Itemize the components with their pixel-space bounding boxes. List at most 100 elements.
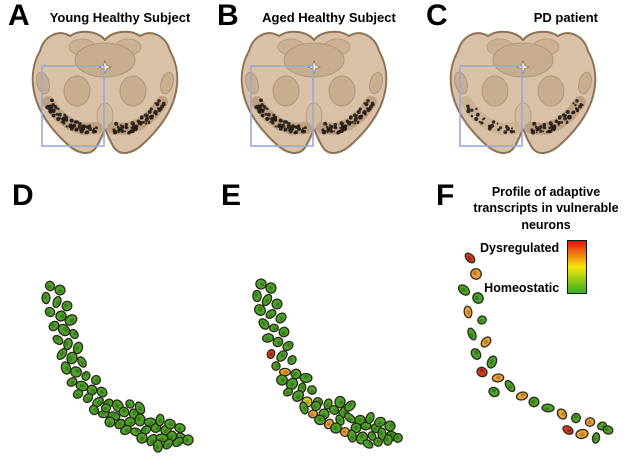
nigra-neuron-dot xyxy=(287,122,291,126)
neuron-cell xyxy=(268,323,280,333)
neuron-cell xyxy=(467,327,477,341)
nigra-neuron-dot xyxy=(51,113,56,118)
neuron-cell xyxy=(314,414,326,426)
neuron-cell xyxy=(307,385,317,395)
nigra-neuron-dot xyxy=(138,121,142,126)
nigra-neuron-dot xyxy=(120,130,124,133)
nigra-neuron-dot xyxy=(474,116,479,122)
neuron-cell xyxy=(182,434,194,446)
nigra-neuron-dot xyxy=(150,114,153,117)
neuron-cell xyxy=(528,396,540,408)
neuron-cell xyxy=(275,312,287,324)
nigra-neuron-dot xyxy=(370,101,375,106)
neuron-cell xyxy=(255,278,267,290)
nigra-neuron-dot xyxy=(572,102,575,105)
nigra-neuron-dot xyxy=(574,103,577,107)
neuron-cell xyxy=(383,434,393,446)
nigra-neuron-dot xyxy=(271,120,274,123)
nigra-neuron-dot xyxy=(574,107,578,110)
nigra-neuron-dot xyxy=(303,126,307,130)
nigra-neuron-dot xyxy=(264,112,268,116)
nigra-neuron-dot xyxy=(505,126,511,131)
neuron-map-young xyxy=(41,280,194,453)
roi-box xyxy=(250,65,314,147)
nigra-neuron-dot xyxy=(294,125,299,129)
nigra-neuron-dot xyxy=(284,120,288,124)
neuron-cell xyxy=(584,417,596,427)
nigra-neuron-dot xyxy=(294,131,297,135)
neuron-cell xyxy=(82,392,94,404)
nigra-neuron-dot xyxy=(531,130,536,135)
panel-a: A Young Healthy Subject xyxy=(0,0,209,178)
nigra-neuron-dot xyxy=(322,130,327,135)
nigra-neuron-dot xyxy=(92,127,96,130)
nigra-neuron-dot xyxy=(339,128,344,133)
nigra-neuron-dot xyxy=(351,121,354,124)
neuron-cell xyxy=(164,418,176,430)
nigra-neuron-dot xyxy=(144,118,149,122)
nigra-neuron-dot xyxy=(545,130,549,134)
nigra-neuron-dot xyxy=(503,130,508,134)
nigra-neuron-dot xyxy=(491,120,496,124)
nigra-neuron-dot xyxy=(281,123,286,128)
midline-strip xyxy=(96,102,114,130)
nigra-neuron-dot xyxy=(140,116,143,120)
nigra-neuron-dot xyxy=(575,99,579,103)
neuron-cell xyxy=(515,391,529,401)
nigra-neuron-dot xyxy=(365,107,369,110)
nigra-neuron-dot xyxy=(91,129,96,133)
nigra-neuron-dot xyxy=(121,125,125,128)
nigra-neuron-dot xyxy=(475,107,478,111)
nigra-neuron-dot xyxy=(487,126,492,131)
nigra-neuron-dot xyxy=(499,126,503,130)
nigra-neuron-dot xyxy=(74,127,79,132)
nigra-neuron-dot xyxy=(561,113,566,118)
lateral-structure-left xyxy=(454,71,468,95)
neuron-cell xyxy=(174,423,186,433)
nigra-neuron-dot xyxy=(161,101,166,106)
nigra-neuron-dot xyxy=(329,130,333,133)
nigra-neuron-dot xyxy=(497,128,501,132)
neuron-cell xyxy=(299,372,313,384)
red-nucleus-left xyxy=(481,75,509,107)
nigra-neuron-dot xyxy=(259,98,263,103)
neuron-cell xyxy=(470,268,482,280)
neuron-cell xyxy=(541,403,555,413)
panel-b-title: Aged Healthy Subject xyxy=(262,10,396,25)
neuron-cell xyxy=(591,432,601,444)
nigra-neuron-dot xyxy=(557,121,561,124)
nigra-neuron-dot xyxy=(487,124,491,128)
nigra-neuron-dot xyxy=(62,120,65,123)
nigra-neuron-dot xyxy=(143,113,148,118)
neuron-cell xyxy=(562,425,574,435)
nigra-neuron-dot xyxy=(151,117,154,120)
nigra-neuron-dot xyxy=(353,118,358,122)
neuron-cell xyxy=(61,300,73,312)
neuron-map-pd xyxy=(457,252,614,444)
neuron-cell xyxy=(69,366,83,378)
neuron-cell xyxy=(282,387,294,397)
neuron-cell xyxy=(77,356,87,368)
nigra-neuron-dot xyxy=(509,129,514,134)
nigra-neuron-dot xyxy=(326,128,330,132)
neuron-cell xyxy=(486,355,498,369)
neuron-cell xyxy=(143,417,157,427)
nigra-neuron-dot xyxy=(328,124,332,127)
nigra-neuron-dot xyxy=(367,106,372,111)
neuron-cell xyxy=(272,336,284,348)
nigra-neuron-dot xyxy=(262,104,266,109)
nigra-neuron-dot xyxy=(534,125,538,129)
neuron-cell xyxy=(162,438,174,450)
nigra-neuron-dot xyxy=(539,125,543,128)
neuron-cell xyxy=(344,400,356,412)
nigra-neuron-dot xyxy=(330,125,334,128)
nigra-neuron-dot xyxy=(114,121,119,126)
neuron-cell xyxy=(172,436,184,448)
neuron-cell xyxy=(276,350,288,362)
neuron-cell xyxy=(55,310,67,322)
neuron-map-aged xyxy=(252,278,403,449)
nigra-neuron-dot xyxy=(57,107,60,111)
nigra-neuron-dot xyxy=(349,116,352,120)
nigra-neuron-dot xyxy=(142,121,145,124)
legend-labels: Dysregulated Homeostatic xyxy=(480,240,559,296)
